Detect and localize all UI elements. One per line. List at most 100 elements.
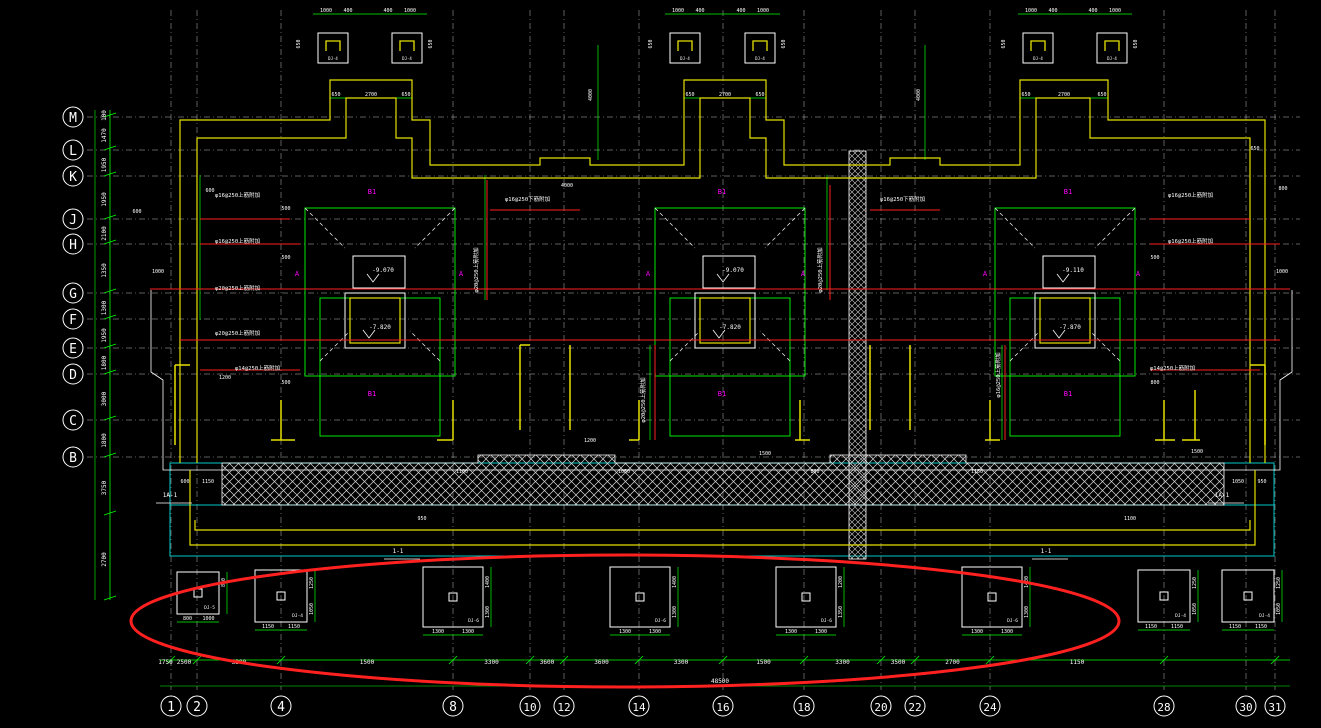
axis-bubble-col	[160, 695, 182, 717]
top-pit-wall	[1030, 40, 1046, 51]
left-dim-text: 1950	[101, 328, 108, 343]
pit-box-upper	[702, 255, 756, 289]
left-dim-text: 1950	[101, 157, 108, 172]
section-mark: 1A-1	[163, 492, 178, 499]
dim-tick	[559, 655, 569, 665]
footing-dim-text: 1300	[619, 629, 631, 635]
footing-pad	[609, 566, 671, 628]
misc-dim-text: 1050	[618, 469, 630, 475]
axis-col-label: 16	[716, 701, 729, 714]
footing-dim-text: 1300	[971, 629, 983, 635]
axis-row-label: C	[69, 414, 77, 429]
dim-tick	[103, 343, 117, 349]
dim-tick	[799, 655, 809, 665]
axis-bubble-col	[628, 695, 650, 717]
footing-pad	[1137, 569, 1191, 623]
isolated-footings	[176, 566, 1275, 628]
dim-tick	[448, 655, 458, 665]
dim-tick	[103, 314, 117, 320]
bottom-dim-text: 2500	[177, 659, 192, 666]
misc-dim-text: 500	[281, 206, 290, 212]
axis-row-label: M	[69, 111, 77, 126]
pit-elevation-text: -9.070	[372, 267, 394, 274]
axis-bubble-col	[442, 695, 464, 717]
axis-col-label: 4	[277, 700, 285, 715]
left-dim-text: 3000	[101, 391, 108, 406]
core-diagonal	[994, 207, 1036, 249]
footing-side-text: 1250	[309, 577, 315, 589]
hatched-foundation-strip	[221, 150, 1225, 560]
core-diagonal	[764, 207, 806, 249]
slab-label: B1	[1064, 188, 1072, 196]
footing-side-text: 1300	[672, 606, 678, 618]
dim-tick	[718, 655, 728, 665]
axis-bubble-col	[186, 695, 208, 717]
footing-dim-text: 1300	[815, 629, 827, 635]
elevation-marker	[712, 329, 726, 339]
elevation-marker	[1056, 273, 1070, 283]
axis-col-label: 20	[874, 701, 887, 714]
rebar-note: φ20@250上筋附加	[215, 329, 260, 337]
pit-box-lower	[344, 292, 406, 349]
misc-dim-text: 1100	[1124, 516, 1136, 522]
core-diagonal	[304, 207, 346, 249]
dim-tick	[192, 655, 202, 665]
footing-column	[801, 592, 811, 602]
pit-box-lower	[694, 292, 756, 349]
misc-dim-text: 1150	[202, 479, 214, 485]
bottom-dim-text: 1150	[1070, 659, 1085, 666]
footing-label: DJ-6	[655, 618, 666, 624]
axis-col-label: 22	[908, 701, 921, 714]
misc-dim-text: 1200	[584, 438, 596, 444]
footing-dim-text: 1000	[202, 616, 214, 622]
axis-bubble-col	[793, 695, 815, 717]
misc-dim-text: 600	[205, 188, 214, 194]
footing-dim-text: 1300	[785, 629, 797, 635]
wall-path	[179, 79, 1266, 463]
left-dim-text: 1350	[101, 263, 108, 278]
axis-bubble-col	[553, 695, 575, 717]
misc-dim-text: 950	[417, 516, 426, 522]
axis-bubble-row	[62, 282, 84, 304]
dim-tick	[910, 655, 920, 665]
dim-tick	[103, 239, 117, 245]
left-dim-text: 1470	[101, 128, 108, 143]
footing-dim-text: 1150	[1255, 624, 1267, 630]
rebar-note: φ20@250上筋附加	[639, 377, 647, 422]
core-dim-text: 650	[331, 92, 340, 98]
footing-dim-text: 1150	[288, 624, 300, 630]
axis-bubble-row	[62, 363, 84, 385]
axis-col-label: 28	[1157, 701, 1170, 714]
side-dim-text: 650	[1001, 39, 1007, 48]
top-pit-label: DJ-4	[402, 56, 412, 61]
side-dim-text: 650	[781, 39, 787, 48]
bottom-dim-text: 3300	[484, 659, 499, 666]
slab-label: A	[1136, 270, 1141, 278]
core-diagonal	[414, 207, 456, 249]
pit-wall	[699, 297, 751, 344]
top-pit-outer	[391, 32, 423, 64]
dim-tick	[103, 288, 117, 294]
rebar-note: φ16@250上筋附加	[215, 191, 260, 199]
misc-dim-text: 500	[1150, 255, 1159, 261]
top-pit-outer	[669, 32, 701, 64]
rebar-note: φ14@250上筋附加	[1150, 364, 1195, 372]
wall-path	[189, 470, 1256, 546]
wall-lines	[156, 79, 1266, 560]
left-dim-text: 2700	[101, 552, 108, 567]
axis-col-label: 12	[557, 701, 570, 714]
dim-tick	[103, 145, 117, 151]
core-dim-text: 650	[685, 92, 694, 98]
slab-label: A	[646, 270, 651, 278]
misc-dim-text: 1150	[971, 469, 983, 475]
annotation-text: 1001470195019502100135013001950180030001…	[101, 8, 1288, 685]
footing-pad	[422, 566, 484, 628]
footing-dim-text: 1150	[1145, 624, 1157, 630]
side-dim-text: 650	[648, 39, 654, 48]
hatched-strip-area	[221, 454, 1225, 506]
dim-tick	[103, 369, 117, 375]
top-dim-text: 1000	[757, 8, 769, 14]
misc-dim-text: 600	[180, 479, 189, 485]
